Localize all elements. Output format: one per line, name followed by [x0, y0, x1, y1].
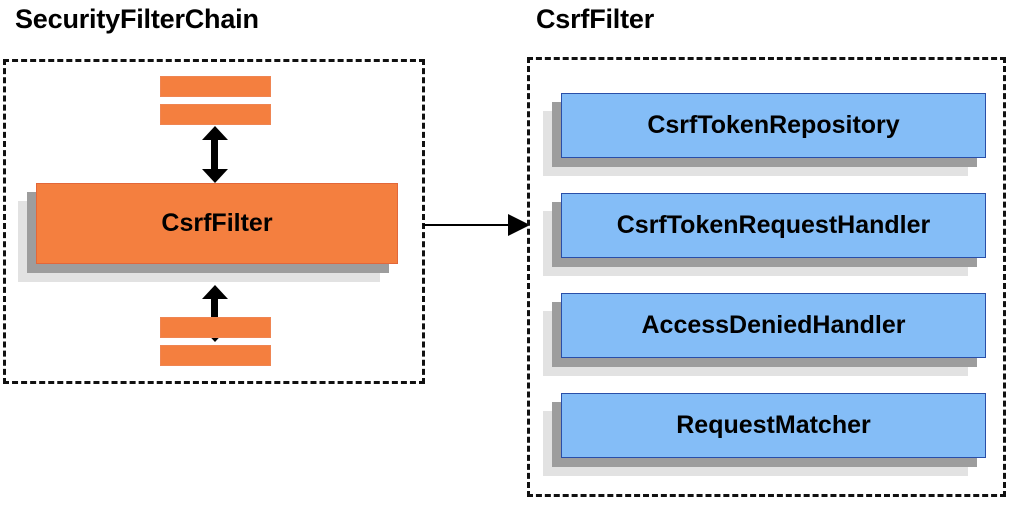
arrow-shaft [211, 138, 218, 171]
filter-bar-above-1 [160, 76, 271, 97]
arrow-shaft [423, 224, 516, 226]
arrow-head-up-icon [202, 285, 228, 299]
collaborator-label: AccessDeniedHandler [641, 311, 906, 339]
collaborator-face-request-matcher[interactable]: RequestMatcher [561, 393, 986, 458]
collaborator-face-csrf-token-request-handler[interactable]: CsrfTokenRequestHandler [561, 193, 986, 258]
collaborator-block[interactable]: RequestMatcher [543, 393, 986, 476]
collaborator-label: RequestMatcher [676, 411, 871, 439]
filter-bar-below-1 [160, 317, 271, 338]
collaborator-face-csrf-token-repository[interactable]: CsrfTokenRepository [561, 93, 986, 158]
csrf-filter-container [527, 57, 1006, 497]
collaborator-face-access-denied-handler[interactable]: AccessDeniedHandler [561, 293, 986, 358]
arrow-head-up-icon [202, 126, 228, 140]
filter-bar-below-2 [160, 345, 271, 366]
security-filter-chain-container [3, 59, 425, 384]
filter-bar-above-2 [160, 104, 271, 125]
chain-connector-arrow-up [202, 126, 228, 183]
arrow-shaft [211, 297, 218, 330]
arrow-head-right-icon [508, 214, 530, 236]
page-title-csrf-filter: CsrfFilter [536, 4, 655, 34]
collaborator-block[interactable]: AccessDeniedHandler [543, 293, 986, 376]
arrow-head-down-icon [202, 169, 228, 183]
expand-connector-arrow [423, 214, 530, 236]
collaborator-block[interactable]: CsrfTokenRepository [543, 93, 986, 176]
csrf-filter-face[interactable]: CsrfFilter [36, 183, 398, 264]
collaborator-block[interactable]: CsrfTokenRequestHandler [543, 193, 986, 276]
page-title-security-filter-chain: SecurityFilterChain [15, 4, 259, 34]
csrf-filter-block[interactable]: CsrfFilter [18, 183, 398, 282]
csrf-filter-label: CsrfFilter [161, 209, 273, 237]
collaborator-label: CsrfTokenRequestHandler [616, 211, 931, 239]
collaborator-label: CsrfTokenRepository [647, 111, 900, 139]
